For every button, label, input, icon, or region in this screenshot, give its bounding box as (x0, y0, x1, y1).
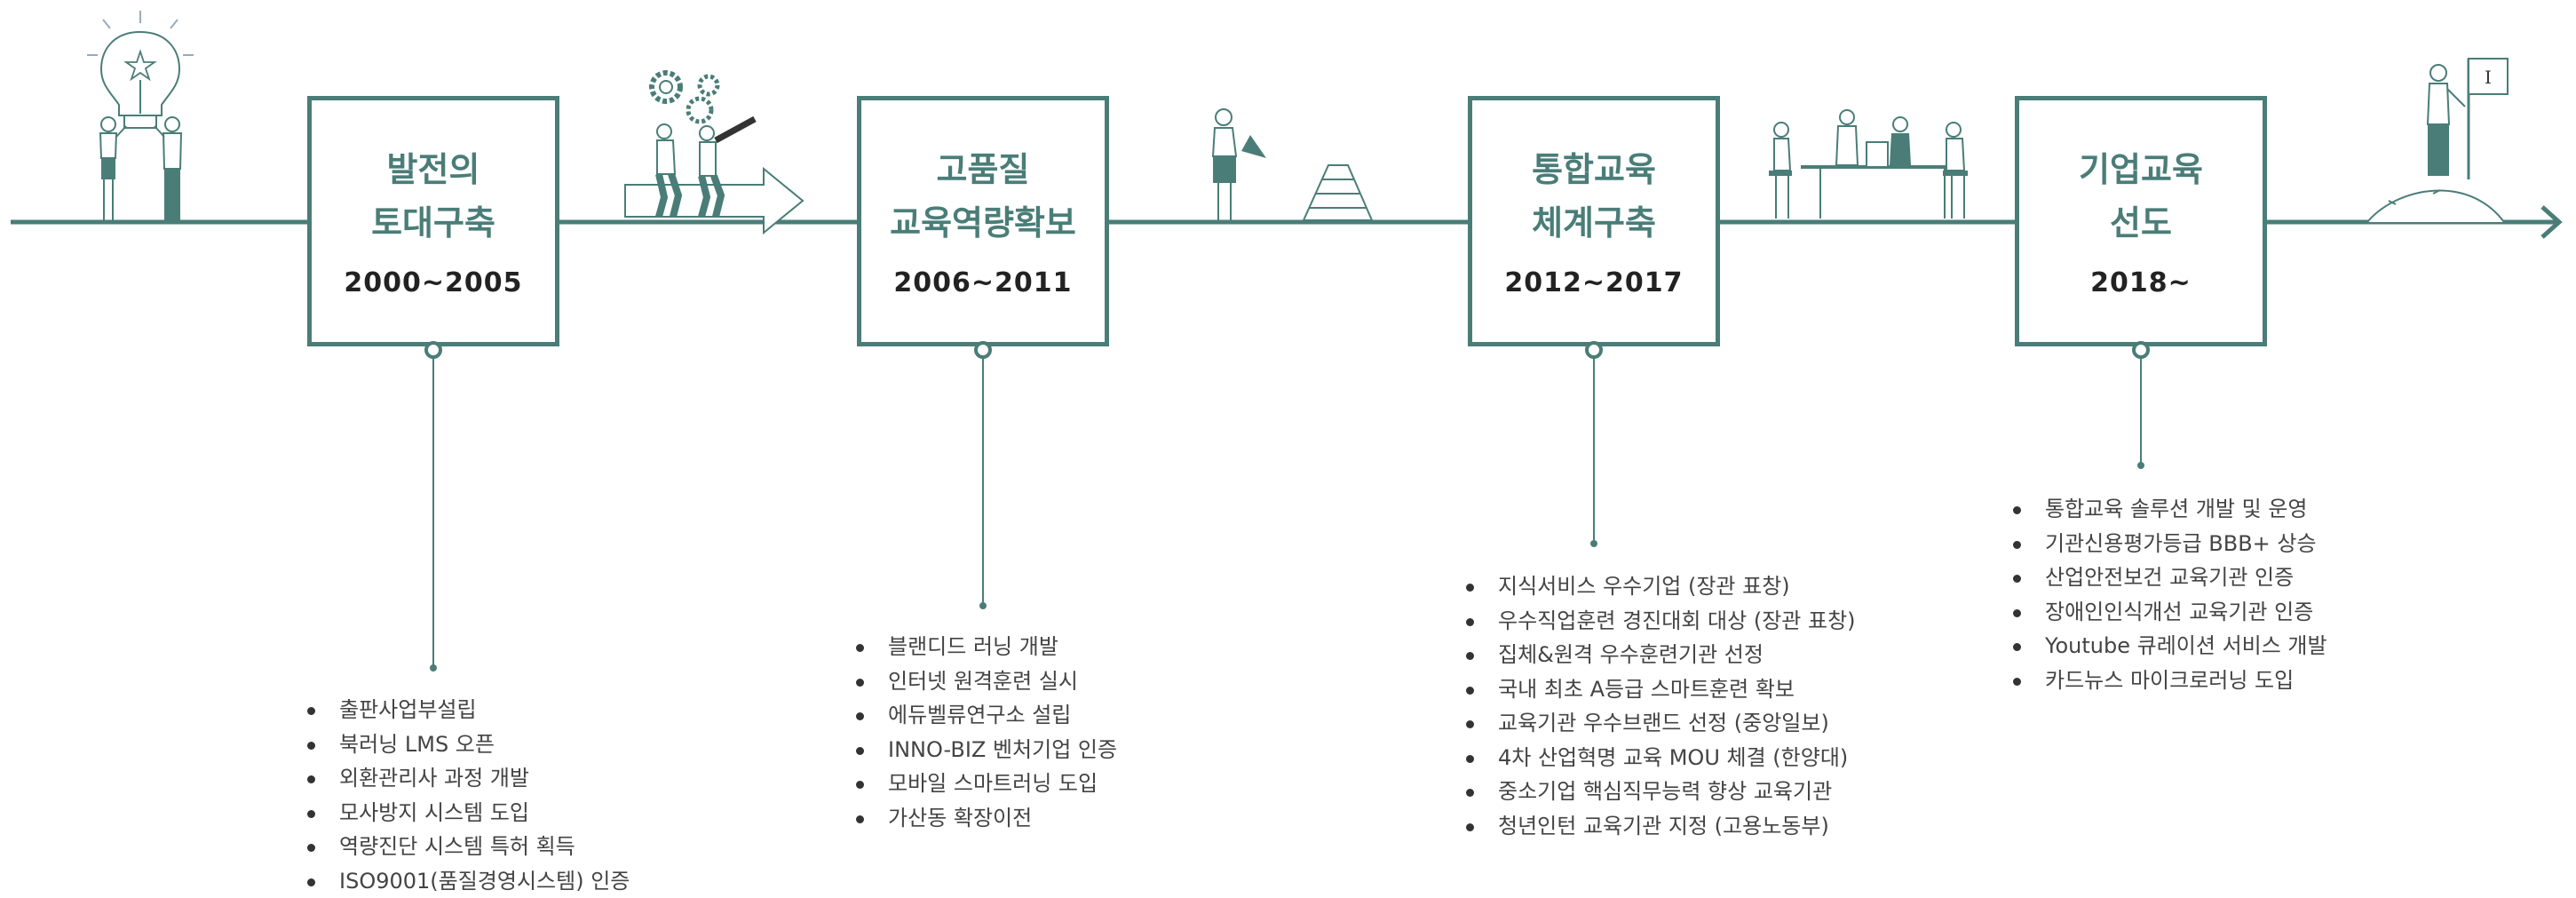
list-item: 통합교육 솔루션 개발 및 운영 (2011, 492, 2327, 527)
list-item: 블랜디드 러닝 개발 (854, 630, 1117, 664)
list-item: 모바일 스마트러닝 도입 (854, 767, 1117, 801)
stage-title-1-line-1: 발전의 (312, 143, 555, 196)
list-item: INNO-BIZ 벤처기업 인증 (854, 733, 1117, 767)
stage-title-3-line-1: 통합교육 (1472, 143, 1716, 196)
stage-title-3: 통합교육 체계구축 (1472, 143, 1716, 250)
stage-title-1-line-2: 토대구축 (312, 196, 555, 250)
list-item: 장애인인식개선 교육기관 인증 (2011, 595, 2327, 630)
list-item: 중소기업 핵심직무능력 향상 교육기관 (1464, 775, 1856, 809)
list-item: 집체&원격 우수훈련기관 선정 (1464, 638, 1856, 672)
stage-years-3: 2012~2017 (1472, 267, 1716, 298)
list-item: Youtube 큐레이션 서비스 개발 (2011, 629, 2327, 664)
list-item: 카드뉴스 마이크로러닝 도입 (2011, 664, 2327, 698)
pyramid-person-icon (1213, 109, 1372, 220)
stage-title-1: 발전의 토대구축 (312, 143, 555, 250)
gears-telescope-arrow-icon (625, 73, 803, 233)
list-item: 북러닝 LMS 오픈 (305, 727, 630, 762)
list-item: 인터넷 원격훈련 실시 (854, 664, 1117, 699)
stage-years-2: 2006~2011 (861, 267, 1105, 298)
list-item: 외환관리사 과정 개발 (305, 761, 630, 796)
list-item: 4차 산업혁명 교육 MOU 체결 (한양대) (1464, 741, 1856, 775)
meeting-table-icon (1769, 110, 1968, 219)
stage-items-1: 출판사업부설립 북러닝 LMS 오픈 외환관리사 과정 개발 모사방지 시스템 … (305, 693, 630, 898)
stage-title-3-line-2: 체계구축 (1472, 196, 1716, 250)
stage-title-2-line-2: 교육역량확보 (861, 196, 1105, 250)
list-item: ISO9001(품질경영시스템) 인증 (305, 864, 630, 898)
lightbulb-people-icon (87, 11, 194, 220)
flag-hill-icon: I (2367, 59, 2508, 222)
list-item: 국내 최초 A등급 스마트훈련 확보 (1464, 672, 1856, 707)
stage-years-4: 2018~ (2019, 267, 2263, 298)
list-item: 역량진단 시스템 특허 획득 (305, 830, 630, 864)
stage-box-2: 고품질 교육역량확보 2006~2011 (857, 96, 1109, 346)
stage-title-4-line-1: 기업교육 (2019, 143, 2263, 196)
stage-box-4: 기업교육 선도 2018~ (2015, 96, 2267, 346)
stage-box-1: 발전의 토대구축 2000~2005 (307, 96, 559, 346)
stage-box-3: 통합교육 체계구축 2012~2017 (1468, 96, 1720, 346)
list-item: 청년인턴 교육기관 지정 (고용노동부) (1464, 809, 1856, 844)
list-item: 기관신용평가등급 BBB+ 상승 (2011, 527, 2327, 561)
flag-glyph: I (2485, 67, 2492, 88)
stage-items-3: 지식서비스 우수기업 (장관 표창) 우수직업훈련 경진대회 대상 (장관 표창… (1464, 569, 1856, 843)
list-item: 출판사업부설립 (305, 693, 630, 727)
list-item: 가산동 확장이전 (854, 801, 1117, 836)
stage-title-2: 고품질 교육역량확보 (861, 143, 1105, 250)
list-item: 지식서비스 우수기업 (장관 표창) (1464, 569, 1856, 604)
stage-years-1: 2000~2005 (312, 267, 555, 298)
stage-title-4: 기업교육 선도 (2019, 143, 2263, 250)
list-item: 모사방지 시스템 도입 (305, 796, 630, 830)
list-item: 우수직업훈련 경진대회 대상 (장관 표창) (1464, 604, 1856, 639)
list-item: 산업안전보건 교육기관 인증 (2011, 560, 2327, 595)
stage-items-2: 블랜디드 러닝 개발 인터넷 원격훈련 실시 에듀벨류연구소 설립 INNO-B… (854, 630, 1117, 835)
list-item: 교육기관 우수브랜드 선정 (중앙일보) (1464, 706, 1856, 741)
list-item: 에듀벨류연구소 설립 (854, 698, 1117, 733)
stage-items-4: 통합교육 솔루션 개발 및 운영 기관신용평가등급 BBB+ 상승 산업안전보건… (2011, 492, 2327, 697)
stage-title-2-line-1: 고품질 (861, 143, 1105, 196)
stage-title-4-line-2: 선도 (2019, 196, 2263, 250)
